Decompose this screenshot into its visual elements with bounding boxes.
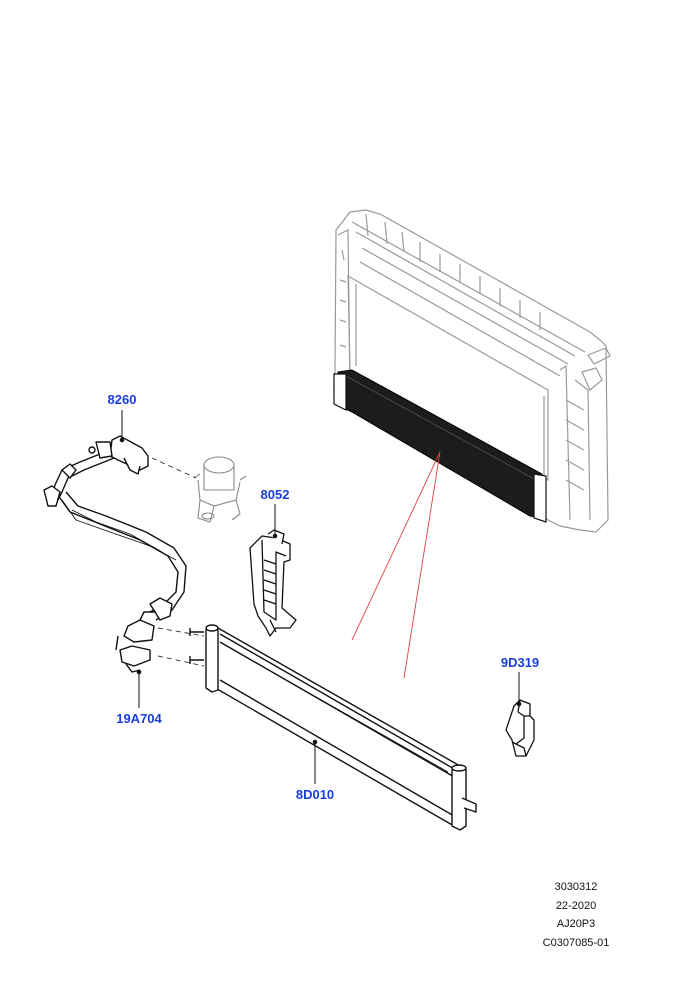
callout-8260: 8260	[108, 392, 137, 407]
reference-line-2: 22-2020	[555, 899, 597, 912]
coolant-hose-assembly	[43, 435, 187, 673]
bracket-part	[249, 529, 297, 637]
callout-leaders	[119, 410, 522, 784]
clip-part	[505, 699, 535, 757]
water-pump-ghost	[193, 456, 247, 523]
radiator-assembly	[333, 209, 611, 533]
callout-9D319: 9D319	[501, 655, 539, 670]
cooler-part	[189, 624, 477, 831]
reference-line-4: C0307085-01	[542, 936, 610, 949]
alignment-dashes	[151, 457, 205, 667]
reference-block: 3030312 22-2020 AJ20P3 C0307085-01	[516, 878, 636, 952]
red-leader-lines	[351, 451, 441, 679]
reference-line-1: 3030312	[554, 881, 598, 893]
callout-8052: 8052	[261, 487, 290, 502]
cooler-core-highlight	[333, 369, 547, 523]
reference-line-3: AJ20P3	[556, 918, 596, 930]
callout-8D010: 8D010	[296, 787, 334, 802]
callout-19A704: 19A704	[116, 711, 162, 726]
